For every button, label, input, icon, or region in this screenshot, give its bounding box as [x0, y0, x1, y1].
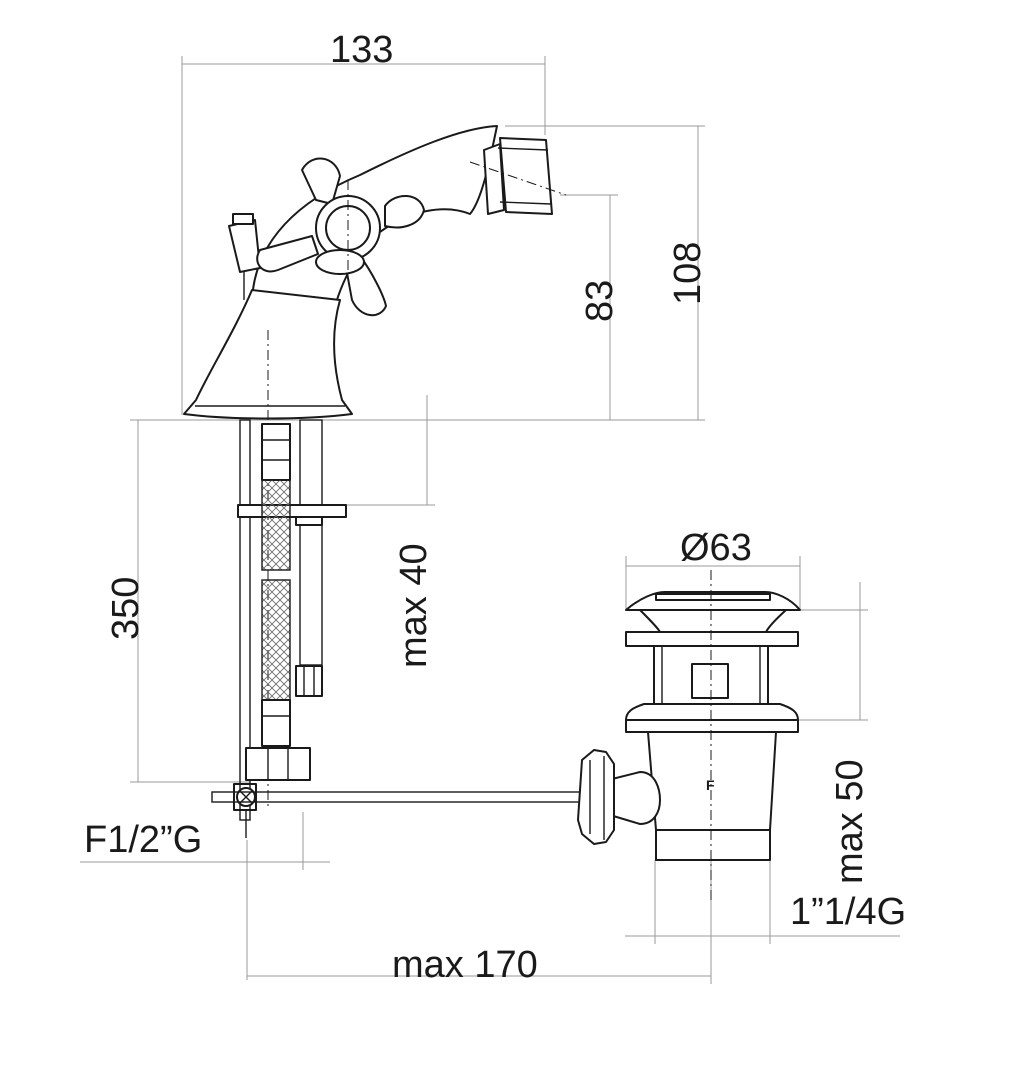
- dim-connection: F1/2”G: [84, 819, 202, 861]
- dim-height-108: 108: [667, 242, 709, 305]
- dim-max-170: max 170: [392, 944, 538, 986]
- mixer-body: [183, 125, 567, 810]
- dim-width-133: 133: [330, 29, 393, 71]
- dim-diameter-63: Ø63: [680, 527, 752, 569]
- dim-max-40: max 40: [393, 543, 435, 668]
- dim-height-83: 83: [579, 280, 621, 322]
- pop-up-rod: [211, 791, 640, 803]
- dim-max-50: max 50: [829, 759, 871, 884]
- dimension-lines: [80, 56, 900, 984]
- dim-hose-350: 350: [105, 577, 147, 640]
- supply-hoses: [233, 419, 347, 838]
- waste-valve: F: [577, 570, 801, 900]
- waste-mark: F: [706, 777, 715, 793]
- dim-waste-thread: 1”1/4G: [790, 891, 906, 933]
